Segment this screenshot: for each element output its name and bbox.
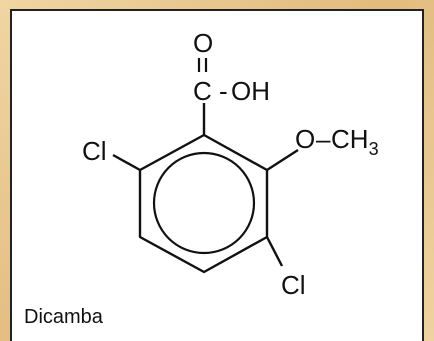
carboxyl-carbon: C (193, 76, 212, 106)
benzene-ring (138, 133, 269, 274)
aromatic-circle (152, 151, 256, 255)
diagram-panel (10, 9, 424, 341)
chlorine-bottom: Cl (281, 270, 306, 300)
methyl-main: CH (331, 124, 369, 154)
methoxy-oxygen: O (295, 124, 315, 154)
chlorine-left: Cl (82, 136, 107, 166)
methoxy-dash: – (316, 124, 331, 154)
methyl-group: CH3 (331, 124, 379, 159)
bond-ring-cl-left (112, 153, 141, 172)
bond-ring-cl-bottom (265, 236, 284, 267)
carbonyl-oxygen: O (193, 28, 213, 58)
bond-ring-methoxy (266, 148, 299, 172)
carboxyl-dash: - (219, 76, 228, 106)
compound-name: Dicamba (24, 306, 103, 328)
hydroxyl-group: OH (231, 76, 270, 106)
methyl-subscript: 3 (369, 139, 379, 159)
